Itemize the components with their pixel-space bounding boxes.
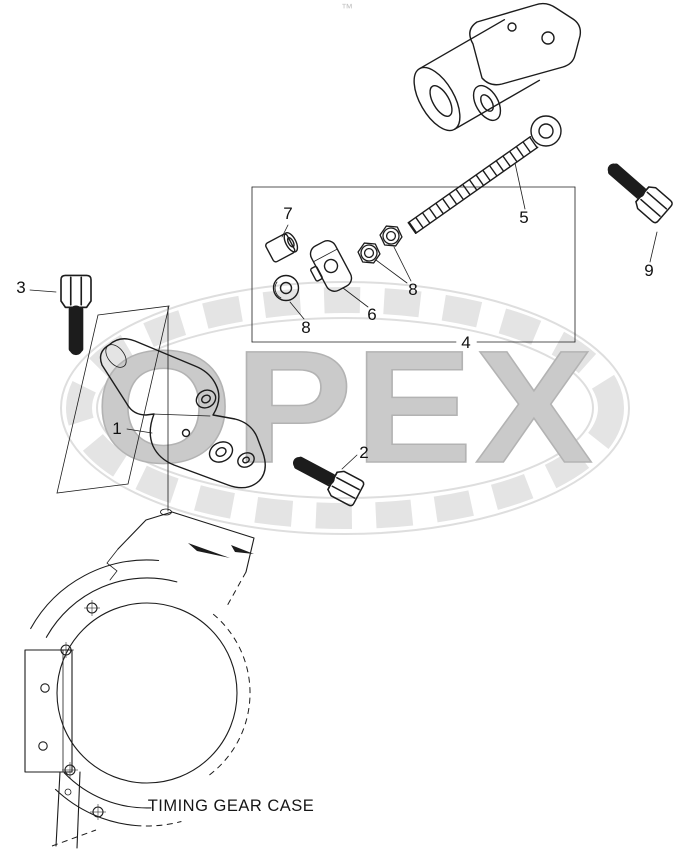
callout-1: 1 xyxy=(112,419,121,438)
parts-box-4 xyxy=(251,186,576,343)
timing-gear-case-outline xyxy=(24,508,255,849)
leader-line xyxy=(375,259,408,284)
leader-line xyxy=(342,287,369,308)
leader-line xyxy=(281,224,289,238)
watermark-gear xyxy=(60,281,630,535)
rod-part-5 xyxy=(407,115,562,235)
nut-part-8-left xyxy=(272,274,300,302)
callout-8-right: 8 xyxy=(408,280,417,299)
callout-8-left: 8 xyxy=(301,318,310,337)
mounting-plane-lines xyxy=(56,305,170,494)
bushing-part-7 xyxy=(265,232,299,263)
leader-line xyxy=(341,454,358,470)
callout-2: 2 xyxy=(359,443,368,462)
callout-4: 4 xyxy=(461,333,470,352)
callout-7: 7 xyxy=(283,204,292,223)
watermark-trademark: ™ xyxy=(341,1,353,15)
callout-5: 5 xyxy=(519,208,528,227)
leader-lines xyxy=(29,162,658,470)
nuts-part-8-right xyxy=(354,220,406,269)
callout-3: 3 xyxy=(16,278,25,297)
leader-line xyxy=(289,301,305,320)
bolt-3 xyxy=(61,275,91,351)
clevis-link-part xyxy=(413,2,582,132)
callout-6: 6 xyxy=(367,305,376,324)
bolt-9 xyxy=(603,158,674,224)
leader-line xyxy=(29,289,57,293)
leader-line xyxy=(126,428,153,434)
watermark-text: OPEX xyxy=(95,317,595,496)
leader-line xyxy=(649,231,658,263)
callout-9: 9 xyxy=(644,261,653,280)
leader-line xyxy=(393,246,412,282)
leader-line xyxy=(514,162,526,210)
bracket-part-1 xyxy=(99,338,266,489)
caption-timing-gear-case: TIMING GEAR CASE xyxy=(148,797,315,815)
